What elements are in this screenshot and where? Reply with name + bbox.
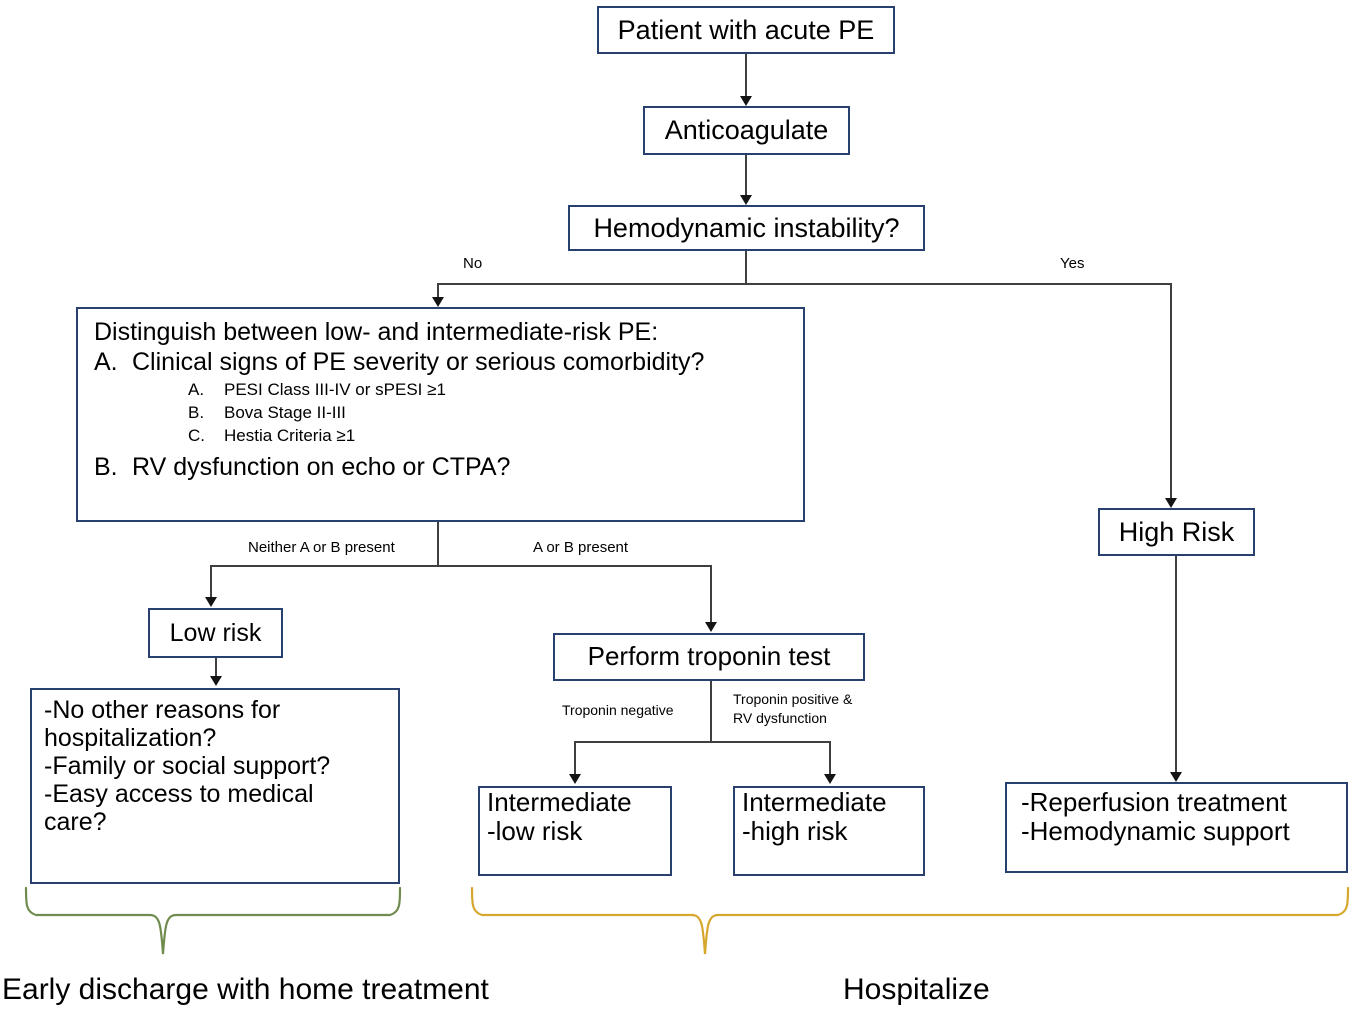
distinguish-item-a-marker: A. — [94, 348, 118, 376]
node-hemodynamic-instability[interactable]: Hemodynamic instability? — [568, 205, 925, 251]
distinguish-subitem-bova-text: Bova Stage II-III — [224, 403, 346, 423]
edge-label-troponin-positive-line-2: RV dysfunction — [733, 710, 827, 726]
intermediate-high-line-2: -high risk — [742, 816, 848, 847]
arrowhead-high-risk — [1165, 498, 1177, 508]
node-perform-troponin-test[interactable]: Perform troponin test — [553, 633, 865, 681]
edge-label-neither-a-or-b: Neither A or B present — [248, 539, 395, 556]
distinguish-subitem-pesi: A. PESI Class III-IV or sPESI ≥1 — [188, 380, 899, 399]
distinguish-item-a-text: Clinical signs of PE severity or serious… — [132, 348, 705, 376]
connector-yes-branch — [1170, 283, 1172, 500]
home-criteria-line-1: -No other reasons for — [44, 696, 281, 724]
arrowhead-intermediate-high — [824, 774, 836, 784]
node-high-risk-label: High Risk — [1118, 516, 1235, 547]
distinguish-subitem-pesi-text: PESI Class III-IV or sPESI ≥1 — [224, 380, 446, 399]
edge-label-a-or-b: A or B present — [533, 539, 629, 556]
connector-troponin-positive — [829, 741, 831, 776]
edge-label-yes: Yes — [1060, 255, 1085, 272]
distinguish-subitem-hestia-marker: C. — [188, 426, 205, 446]
distinguish-item-b-text: RV dysfunction on echo or CTPA? — [132, 453, 511, 482]
outcome-hospitalize: Hospitalize — [843, 973, 990, 1006]
connector-distinguish-split-bar — [210, 565, 712, 567]
intermediate-low-line-1: Intermediate — [487, 787, 632, 817]
node-intermediate-low-risk[interactable]: Intermediate -low risk — [478, 786, 672, 876]
brace-hospitalize — [470, 886, 1350, 955]
connector-patient-to-anticoagulate — [745, 54, 747, 98]
distinguish-subitem-hestia-text: Hestia Criteria ≥1 — [224, 426, 356, 446]
node-troponin-label: Perform troponin test — [587, 641, 831, 672]
arrowhead-hemodynamic — [740, 195, 752, 205]
brace-early-discharge — [24, 886, 402, 955]
arrowhead-low-risk — [205, 597, 217, 607]
arrowhead-troponin — [705, 622, 717, 632]
distinguish-subitem-hestia: C. Hestia Criteria ≥1 — [188, 426, 899, 445]
connector-troponin-stem — [710, 681, 712, 741]
node-reperfusion-treatment[interactable]: -Reperfusion treatment -Hemodynamic supp… — [1005, 782, 1348, 873]
node-low-risk-label: Low risk — [169, 619, 262, 647]
outcome-early-discharge: Early discharge with home treatment — [2, 973, 489, 1006]
connector-high-risk-to-reperfusion — [1175, 556, 1177, 776]
edge-label-troponin-negative: Troponin negative — [562, 702, 674, 718]
distinguish-subitem-bova-marker: B. — [188, 403, 205, 423]
home-criteria-line-2: hospitalization? — [44, 724, 217, 752]
distinguish-heading: Distinguish between low- and intermediat… — [94, 318, 659, 346]
node-home-treatment-criteria[interactable]: -No other reasons for hospitalization? -… — [30, 688, 400, 884]
connector-troponin-split-bar — [574, 741, 830, 743]
intermediate-high-line-1: Intermediate — [742, 787, 887, 817]
arrowhead-anticoagulate — [740, 96, 752, 106]
connector-low-risk-to-home-criteria — [215, 658, 217, 680]
reperfusion-line-1: -Reperfusion treatment — [1021, 787, 1287, 817]
arrowhead-distinguish — [432, 297, 444, 307]
connector-distinguish-stem — [437, 522, 439, 565]
node-high-risk[interactable]: High Risk — [1098, 508, 1255, 556]
home-criteria-line-3: -Family or social support? — [44, 752, 331, 780]
node-low-risk[interactable]: Low risk — [148, 608, 283, 658]
distinguish-subitem-bova: B. Bova Stage II-III — [188, 403, 899, 422]
node-hemodynamic-label: Hemodynamic instability? — [593, 212, 900, 243]
edge-label-no: No — [463, 255, 483, 272]
intermediate-low-line-2: -low risk — [487, 816, 583, 847]
node-intermediate-high-risk[interactable]: Intermediate -high risk — [733, 786, 925, 876]
connector-hemodynamic-split-bar — [437, 283, 1172, 285]
edge-label-troponin-positive-line-1: Troponin positive & — [733, 691, 853, 707]
connector-hemodynamic-stem — [745, 251, 747, 283]
distinguish-subitem-pesi-marker: A. — [188, 380, 205, 399]
node-anticoagulate-label: Anticoagulate — [664, 115, 829, 146]
distinguish-item-a: A. Clinical signs of PE severity or seri… — [94, 348, 805, 376]
connector-troponin-negative — [574, 741, 576, 776]
arrowhead-intermediate-low — [569, 774, 581, 784]
distinguish-item-b-marker: B. — [94, 453, 118, 482]
node-distinguish-low-intermediate[interactable]: Distinguish between low- and intermediat… — [76, 307, 805, 522]
home-criteria-line-4: -Easy access to medical — [44, 780, 314, 808]
connector-neither-to-low-risk — [210, 565, 212, 599]
arrowhead-home-criteria — [210, 676, 222, 686]
node-patient-label: Patient with acute PE — [617, 14, 875, 45]
node-patient-with-acute-pe[interactable]: Patient with acute PE — [597, 6, 895, 54]
connector-aorb-to-troponin — [710, 565, 712, 624]
connector-no-branch — [437, 283, 439, 299]
connector-anticoagulate-to-hemodynamic — [745, 155, 747, 197]
reperfusion-line-2: -Hemodynamic support — [1021, 816, 1290, 847]
arrowhead-reperfusion — [1170, 772, 1182, 782]
distinguish-item-b: B. RV dysfunction on echo or CTPA? — [94, 453, 805, 481]
home-criteria-line-5: care? — [44, 808, 107, 836]
node-anticoagulate[interactable]: Anticoagulate — [643, 106, 850, 155]
